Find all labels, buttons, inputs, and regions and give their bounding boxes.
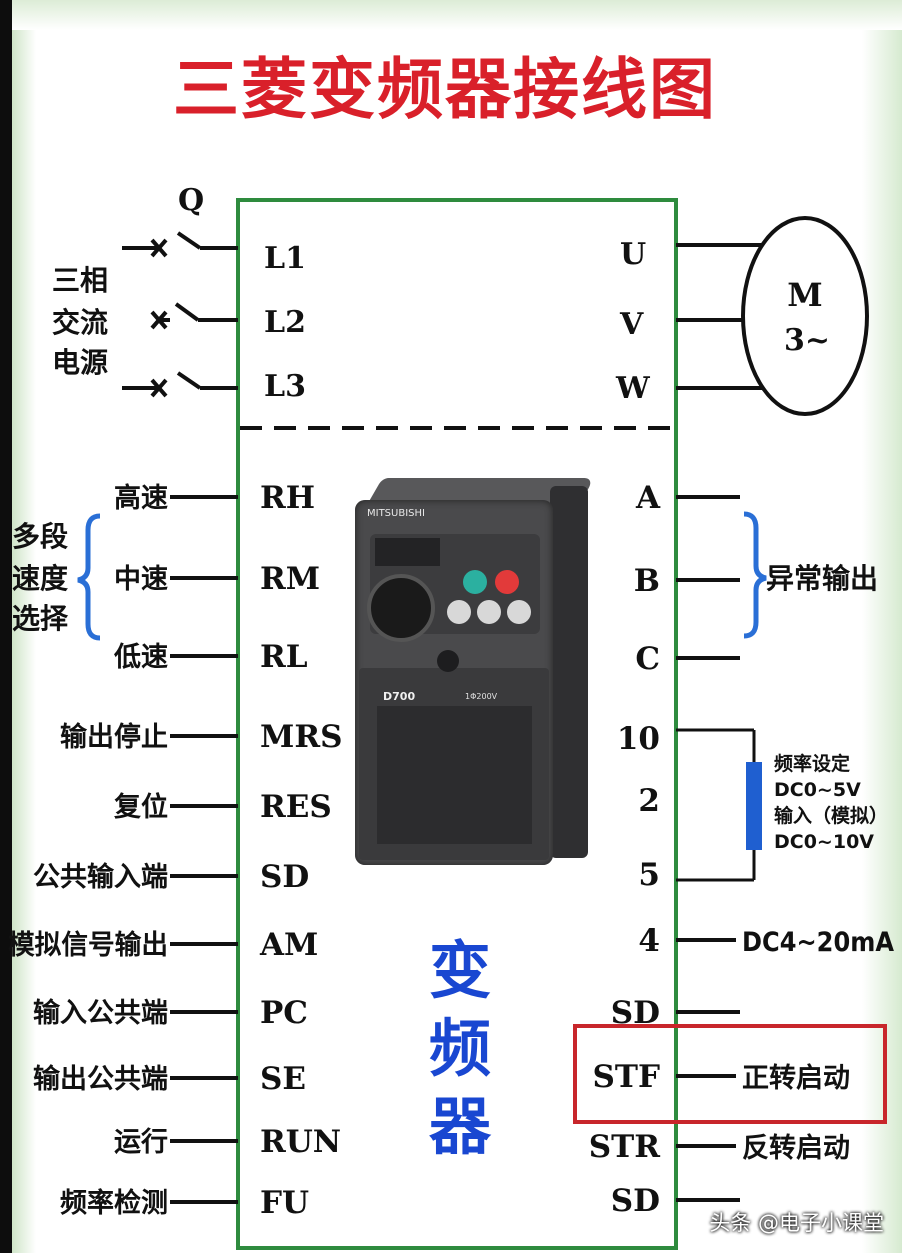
inverter-frame (236, 198, 678, 1250)
motor-symbol (741, 216, 869, 416)
right-terminal-label: C (635, 641, 660, 677)
inverter-display (375, 538, 440, 566)
inverter-warning-label (377, 706, 532, 844)
fault-output-brace (743, 511, 767, 639)
left-terminal-desc: 输入公共端 (33, 997, 168, 1029)
motor-label-1: M (787, 276, 822, 314)
switch-label: Q (178, 183, 204, 218)
left-terminal-label: RUN (260, 1124, 341, 1160)
right-terminal-label: 2 (638, 783, 660, 819)
left-terminal-desc: 低速 (113, 642, 168, 673)
terminal-U: U (620, 237, 646, 272)
terminal-L1: L1 (264, 241, 306, 276)
freq-setting-line-4: DC0~10V (774, 831, 874, 853)
right-terminal-label: STF (593, 1059, 660, 1095)
set-button-icon (477, 600, 501, 624)
right-terminal-label: A (635, 480, 661, 516)
left-terminal-label: FU (260, 1185, 309, 1221)
multi-speed-brace (77, 513, 101, 641)
left-terminal-desc: 中速 (114, 564, 168, 595)
terminal-W: W (615, 371, 651, 406)
freq-setting-line-1: 频率设定 (774, 752, 850, 775)
left-terminal-label: RL (260, 639, 308, 675)
right-terminal-desc: 反转启动 (742, 1133, 850, 1164)
background-gradient-right (862, 0, 902, 1253)
left-terminal-label: PC (260, 995, 308, 1031)
inverter-brand: MITSUBISHI (367, 508, 425, 519)
diagram-title: 三菱变频器接线图 (173, 51, 717, 128)
terminal-V: V (619, 307, 644, 342)
stf-highlight-box (573, 1024, 887, 1124)
fault-output-label: 异常输出 (766, 562, 878, 595)
left-terminal-desc: 高速 (114, 482, 168, 514)
background-gradient-top (12, 0, 902, 30)
run-button-icon (463, 570, 487, 594)
left-terminal-rows: RH 高速 RM 中速 RL 低速 MRS 输出停止 RES 复位 SD 公共输入端 AM 模拟信号输出 P… (8, 480, 342, 1221)
freq-setting-marker (746, 762, 762, 850)
motor-label-2: 3~ (784, 323, 830, 358)
stop-button-icon (495, 570, 519, 594)
left-terminal-label: AM (259, 927, 318, 963)
right-terminal-label: 10 (617, 721, 660, 757)
left-terminal-label: RM (260, 561, 320, 597)
inverter-side-face (550, 486, 588, 858)
left-terminal-desc: 输出公共端 (33, 1063, 168, 1095)
left-terminal-desc: 公共输入端 (33, 861, 168, 893)
left-terminal-desc: 模拟信号输出 (8, 929, 168, 961)
mode-button-icon (447, 600, 471, 624)
multi-speed-line-1: 多段 (12, 520, 68, 553)
inverter-photo: MITSUBISHI D700 1Φ200V (345, 478, 595, 873)
left-terminal-desc: 运行 (114, 1126, 168, 1158)
inverter-model: D700 (383, 690, 416, 703)
right-terminal-desc: DC4~20mA (742, 927, 894, 958)
right-terminal-label: 4 (638, 923, 660, 959)
watermark: 头条 @电子小课堂 (709, 1211, 884, 1235)
left-terminal-label: RES (260, 789, 332, 825)
right-terminal-label: B (634, 563, 660, 599)
left-terminal-label: SD (260, 859, 309, 895)
inverter-setting-dial (367, 574, 435, 642)
center-label-1: 变 (429, 934, 491, 1007)
left-terminal-label: RH (260, 480, 315, 516)
center-label-2: 频 (429, 1012, 491, 1085)
terminal-L3: L3 (264, 369, 306, 404)
power-input-wiring (122, 231, 238, 390)
pu-ext-button-icon (507, 600, 531, 624)
inverter-cover-screw-icon (437, 650, 459, 672)
power-source-line-3: 电源 (52, 346, 108, 379)
freq-setting-line-3: 输入（模拟） (774, 804, 888, 827)
multi-speed-line-2: 速度 (12, 562, 68, 595)
power-source-line-2: 交流 (52, 306, 108, 339)
left-terminal-desc: 复位 (114, 791, 168, 823)
right-terminal-label: STR (589, 1129, 660, 1165)
left-terminal-label: SE (260, 1061, 306, 1097)
freq-setting-line-2: DC0~5V (774, 779, 861, 801)
right-terminal-label: 5 (638, 857, 660, 893)
multi-speed-line-3: 选择 (12, 602, 69, 635)
breaker-contact-marks (150, 238, 168, 398)
terminal-L2: L2 (264, 305, 306, 340)
center-label-3: 器 (429, 1090, 492, 1163)
left-terminal-label: MRS (260, 719, 342, 755)
power-source-line-1: 三相 (52, 264, 108, 297)
motor-wiring (676, 243, 768, 390)
background-gradient-left (12, 0, 36, 1253)
freq-setting-bracket (676, 728, 756, 882)
left-terminal-desc: 频率检测 (60, 1187, 168, 1219)
right-terminal-desc: 正转启动 (742, 1063, 850, 1094)
inverter-rating: 1Φ200V (465, 692, 498, 701)
right-terminal-label: SD (611, 1183, 660, 1219)
left-terminal-desc: 输出停止 (60, 721, 168, 753)
